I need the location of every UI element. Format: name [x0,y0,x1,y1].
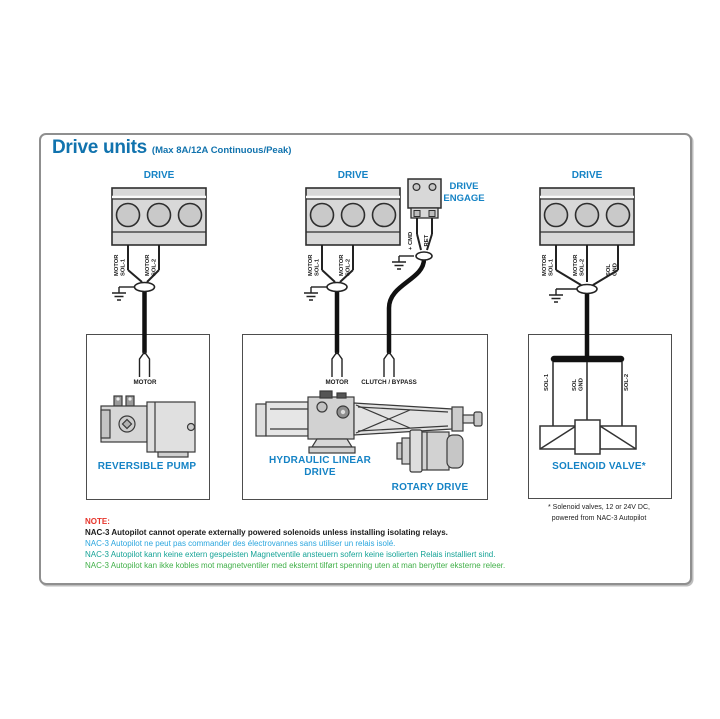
drive-engage-ground-icon [391,255,407,270]
reversible-pump-box [86,334,210,500]
sol2-wire-label: SOL-2 [624,373,630,391]
solenoid-footnote: * Solenoid valves, 12 or 24V DC, powered… [548,504,650,522]
hydraulic-linear-drive-illustration [255,390,483,454]
solenoid-valve-symbol [539,362,637,455]
note-heading: NOTE: [85,517,110,526]
reversible-pump-label: REVERSIBLE PUMP [97,461,197,472]
solenoid-valve-box [528,334,672,499]
drive1-motor-wire-label: MOTOR [133,379,157,386]
clutch-bypass-wire-label: CLUTCH / BYPASS [361,379,417,386]
drive-engage-header-line2: ENGAGE [443,192,485,204]
note-german: NAC-3 Autopilot kann keine extern gespei… [85,550,496,559]
drive3-terminal-block [538,186,636,247]
drive-engage-connector [407,178,442,219]
note-norwegian: NAC-3 Autopilot kan ikke kobles mot magn… [85,561,506,570]
drive2-ground-icon [303,286,319,301]
note-french: NAC-3 Autopilot ne peut pas commander de… [85,539,396,548]
drive-engage-header: DRIVE ENGAGE [434,181,494,204]
drive1-terminal-block [110,186,208,247]
rotary-drive-label: ROTARY DRIVE [391,482,469,493]
page-title-row: Drive units (Max 8A/12A Continuous/Peak) [52,137,291,159]
hydraulic-linear-drive-label: HYDRAULIC LINEAR DRIVE [268,455,372,478]
rotary-drive-illustration [396,429,464,473]
drive1-header: DRIVE [143,170,175,181]
sol1-wire-label: SOL-1 [544,373,550,391]
reversible-pump-illustration [100,395,196,458]
page-subtitle: (Max 8A/12A Continuous/Peak) [151,145,292,156]
drive-engage-header-line1: DRIVE [449,181,479,192]
drive1-wiring [119,245,160,377]
linear-rotary-drive-box [242,334,488,500]
drive2-wiring [311,245,354,377]
drive-engage-ret-label: - RET [424,234,430,250]
drive3-wiring [550,245,625,363]
drive2-motor-wire-label: MOTOR [325,379,349,386]
note-english: NAC-3 Autopilot cannot operate externall… [85,528,448,537]
page-title: Drive units [52,137,147,158]
drive3-ground-icon [548,288,564,303]
drive-engage-cmd-label: + CMD [408,231,414,250]
drive2-header: DRIVE [337,170,369,181]
drive1-ground-icon [111,286,127,301]
drive2-terminal-block [304,186,402,247]
drive-engage-wiring [383,218,433,377]
solenoid-valve-label: SOLENOID VALVE* [552,461,646,472]
drive3-header: DRIVE [571,170,603,181]
